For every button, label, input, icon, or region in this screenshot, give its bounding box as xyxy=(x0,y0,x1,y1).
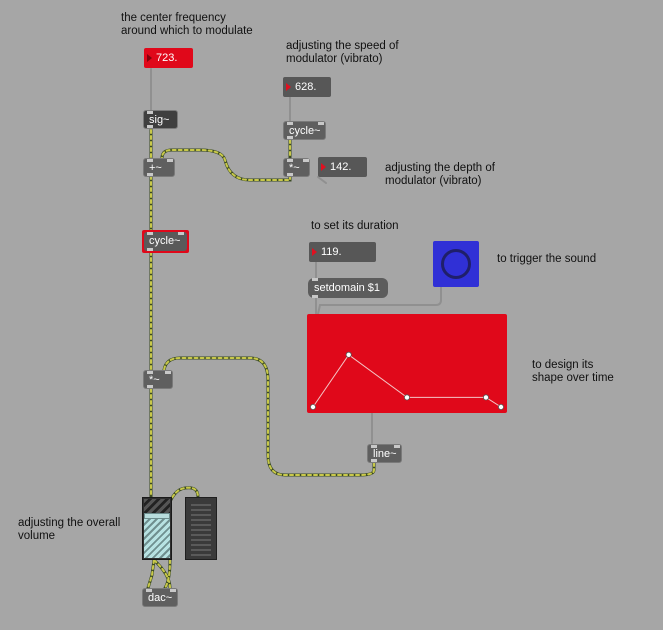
meter-segment xyxy=(191,529,211,531)
cycle-modulator-label: cycle~ xyxy=(289,125,321,137)
gain-slider-track xyxy=(144,499,170,513)
comment-shape: to design its shape over time xyxy=(532,359,614,384)
multiply-depth-object[interactable]: *~ xyxy=(283,158,310,177)
meter-segment xyxy=(191,534,211,536)
meter-segment xyxy=(191,554,211,556)
multiply-envelope-label: *~ xyxy=(149,374,160,386)
bang-circle-icon xyxy=(441,249,471,279)
outlet[interactable] xyxy=(312,295,318,298)
inlet[interactable] xyxy=(165,371,171,374)
envelope-breakpoint[interactable] xyxy=(345,351,352,358)
inlet[interactable] xyxy=(147,232,153,235)
multiply-depth-label: *~ xyxy=(289,162,300,174)
inlet[interactable] xyxy=(303,159,309,162)
inlet[interactable] xyxy=(147,371,153,374)
center-frequency-number[interactable]: 723. xyxy=(144,48,193,68)
function-envelope xyxy=(310,351,504,411)
outlet[interactable] xyxy=(147,385,153,388)
multiply-envelope-object[interactable]: *~ xyxy=(143,370,173,389)
setdomain-message-label: setdomain $1 xyxy=(314,282,381,294)
line-object-label: line~ xyxy=(373,448,397,460)
line-object[interactable]: line~ xyxy=(367,444,402,463)
comment-vibrato-depth: adjusting the depth of modulator (vibrat… xyxy=(385,162,495,187)
function-editor[interactable] xyxy=(307,314,507,413)
outlet[interactable] xyxy=(287,173,293,176)
comment-trigger: to trigger the sound xyxy=(497,253,597,265)
cycle-modulator-object[interactable]: cycle~ xyxy=(283,121,326,140)
meter-segment xyxy=(191,539,211,541)
comment-volume: adjusting the overall volume xyxy=(18,517,121,542)
inlet[interactable] xyxy=(167,159,173,162)
level-meter xyxy=(185,497,217,560)
meter-segment xyxy=(191,549,211,551)
inlet[interactable] xyxy=(318,122,324,125)
comment-center-frequency: the center frequency around which to mod… xyxy=(121,12,253,37)
cycle-main-object[interactable]: cycle~ xyxy=(144,232,187,251)
number-arrow-icon xyxy=(286,83,291,91)
bang-button[interactable] xyxy=(433,241,479,287)
plus-object-label: +~ xyxy=(149,162,162,174)
inlet[interactable] xyxy=(394,445,400,448)
envelope-breakpoint[interactable] xyxy=(404,394,411,401)
outlet[interactable] xyxy=(287,136,293,139)
sig-object-label: sig~ xyxy=(149,114,170,126)
inlet[interactable] xyxy=(147,159,153,162)
outlet[interactable] xyxy=(147,125,153,128)
sig-object[interactable]: sig~ xyxy=(143,110,178,129)
inlet[interactable] xyxy=(371,445,377,448)
number-arrow-icon xyxy=(147,54,152,62)
plus-object[interactable]: +~ xyxy=(143,158,175,177)
cycle-main-label: cycle~ xyxy=(149,235,181,247)
vibrato-depth-number[interactable]: 142. xyxy=(318,157,367,177)
comment-vibrato-speed: adjusting the speed of modulator (vibrat… xyxy=(286,40,399,65)
meter-segment xyxy=(191,524,211,526)
gain-slider-knob[interactable] xyxy=(144,513,170,519)
meter-segment xyxy=(191,504,211,506)
duration-number[interactable]: 119. xyxy=(309,242,376,262)
control-cords xyxy=(150,68,442,444)
meter-segment xyxy=(191,519,211,521)
number-arrow-icon xyxy=(312,248,317,256)
setdomain-message[interactable]: setdomain $1 xyxy=(308,278,388,298)
inlet[interactable] xyxy=(287,159,293,162)
cord-depth-to-mult xyxy=(317,176,327,184)
inlet[interactable] xyxy=(312,278,318,281)
outlet[interactable] xyxy=(147,173,153,176)
vibrato-speed-number[interactable]: 628. xyxy=(283,77,331,97)
envelope-breakpoint[interactable] xyxy=(497,404,504,411)
vibrato-depth-value: 142. xyxy=(330,161,352,173)
dac-object[interactable]: dac~ xyxy=(142,588,178,607)
inlet[interactable] xyxy=(287,122,293,125)
comment-duration: to set its duration xyxy=(311,220,399,232)
meter-segment xyxy=(191,509,211,511)
outlet[interactable] xyxy=(147,248,153,251)
vibrato-speed-value: 628. xyxy=(295,81,317,93)
envelope-breakpoint[interactable] xyxy=(482,394,489,401)
inlet[interactable] xyxy=(178,232,184,235)
center-frequency-value: 723. xyxy=(156,52,178,64)
dac-object-label: dac~ xyxy=(148,592,173,604)
duration-value: 119. xyxy=(321,246,342,258)
outlet[interactable] xyxy=(371,459,377,462)
inlet[interactable] xyxy=(147,111,153,114)
number-arrow-icon xyxy=(321,163,326,171)
inlet[interactable] xyxy=(170,589,176,592)
gain-slider[interactable] xyxy=(142,497,172,560)
meter-segment xyxy=(191,544,211,546)
gain-slider-fill xyxy=(144,519,170,558)
meter-segment xyxy=(191,514,211,516)
cord-button-to-function xyxy=(317,286,442,315)
inlet[interactable] xyxy=(146,589,152,592)
signal-cords xyxy=(146,128,376,590)
envelope-breakpoint[interactable] xyxy=(310,404,316,411)
